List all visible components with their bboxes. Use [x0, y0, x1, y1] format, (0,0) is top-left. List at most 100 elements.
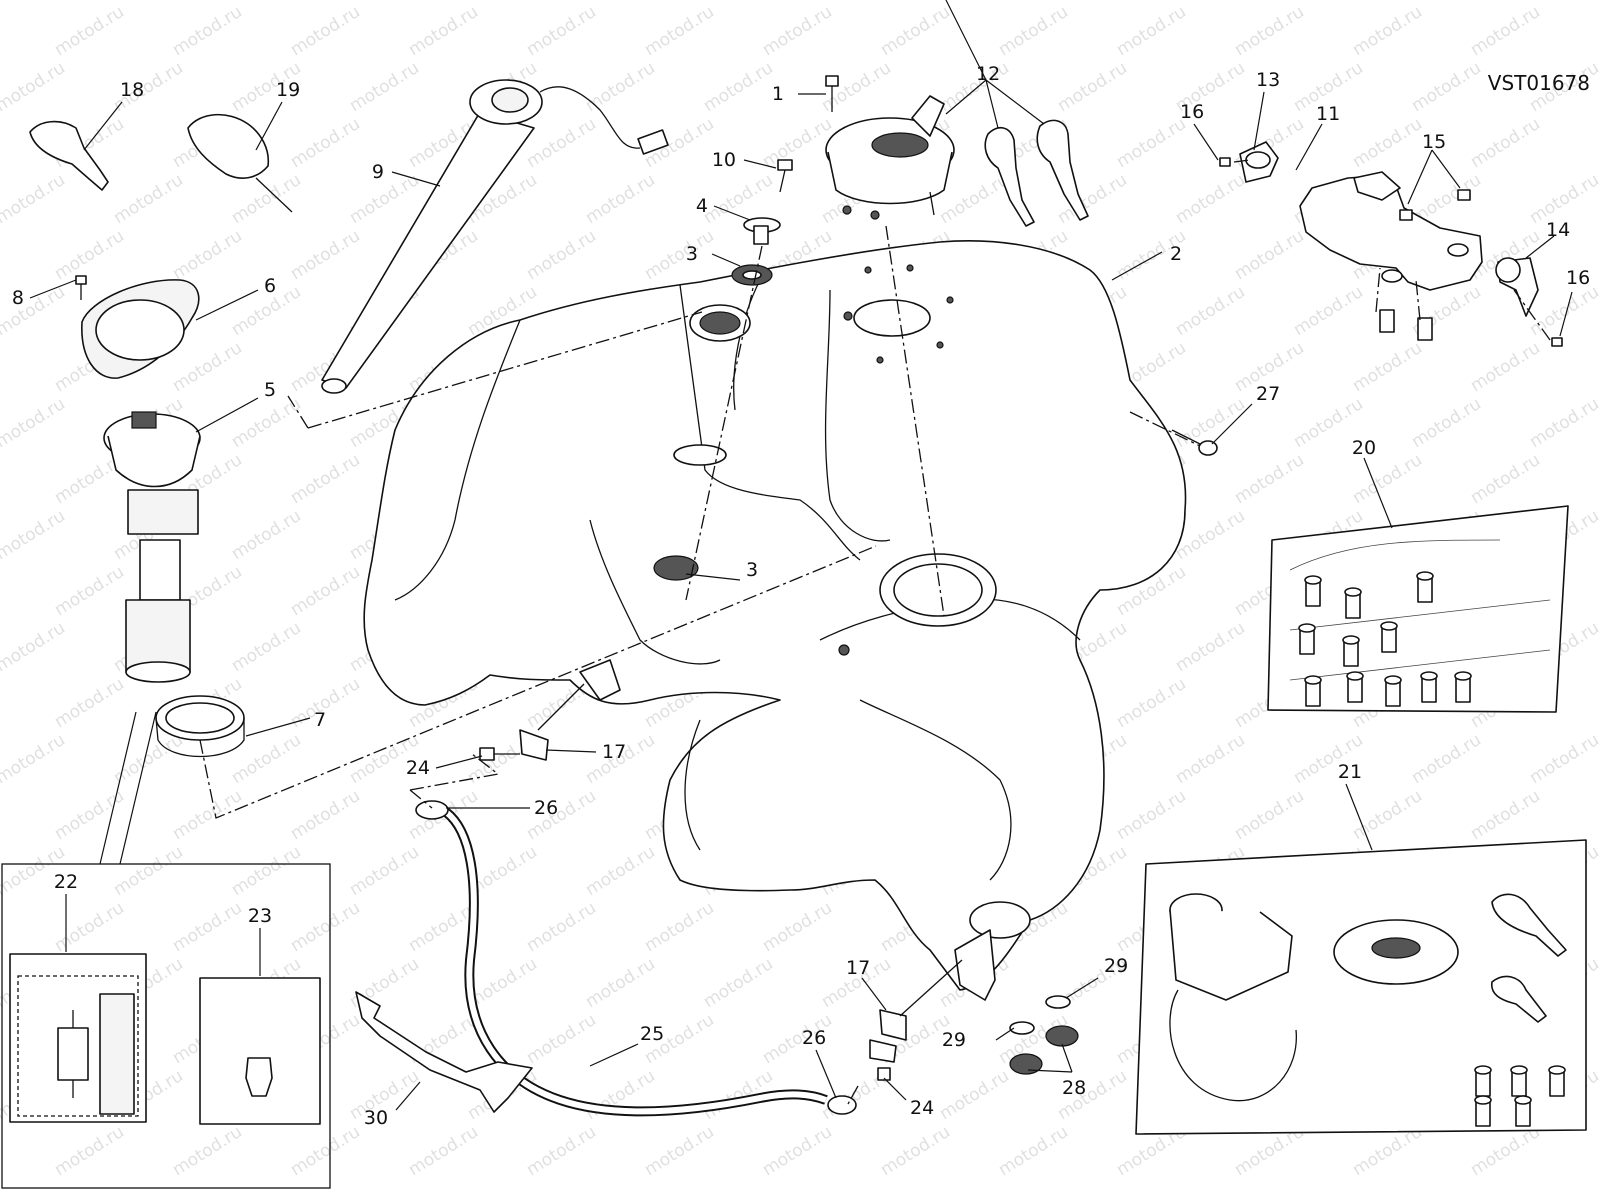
watermark-text: motod.ru — [1113, 114, 1190, 172]
bracket-30 — [355, 991, 533, 1113]
callout-13: 13 — [1256, 69, 1280, 91]
callout-17: 17 — [602, 741, 626, 763]
callout-11: 11 — [1316, 103, 1340, 125]
watermark-text: motod.ru — [346, 170, 423, 228]
keys-12 — [984, 119, 1089, 227]
watermark-text: motod.ru — [995, 2, 1072, 60]
watermark-text: motod.ru — [1172, 170, 1249, 228]
frame-22-23 — [1, 863, 331, 1189]
watermark-text: motod.ru — [0, 506, 69, 564]
watermark-text: motod.ru — [1172, 730, 1249, 788]
watermark-text: motod.ru — [759, 2, 836, 60]
callout-1: 1 — [772, 83, 784, 105]
watermark-text: motod.ru — [1231, 2, 1308, 60]
watermark-text: motod.ru — [287, 1122, 364, 1180]
watermark-text: motod.ru — [1113, 2, 1190, 60]
watermark-text: motod.ru — [759, 898, 836, 956]
watermark-text: motod.ru — [1467, 450, 1544, 508]
watermark-text: motod.ru — [582, 954, 659, 1012]
callout-30: 30 — [364, 1107, 388, 1129]
watermark-text: motod.ru — [641, 898, 718, 956]
watermark-text: motod.ru — [523, 114, 600, 172]
ignition-switch-bracket — [1299, 171, 1483, 291]
bush-4 — [743, 217, 781, 245]
watermark-text: motod.ru — [287, 226, 364, 284]
watermark-text: motod.ru — [110, 170, 187, 228]
watermark-text: motod.ru — [169, 898, 246, 956]
fuel-level-sender — [321, 79, 669, 394]
watermark-text: motod.ru — [228, 394, 305, 452]
screw-27 — [1171, 429, 1218, 456]
screw-10 — [777, 159, 793, 193]
callout-29: 29 — [1104, 955, 1128, 977]
watermark-text: motod.ru — [169, 226, 246, 284]
watermark-text: motod.ru — [1113, 786, 1190, 844]
watermark-text: motod.ru — [346, 842, 423, 900]
pressure-regulator-box-23 — [199, 977, 321, 1125]
lock-13 — [1239, 141, 1279, 183]
watermark-text: motod.ru — [523, 226, 600, 284]
screw-8 — [75, 275, 87, 300]
screw-24-bottom — [877, 1067, 891, 1081]
callout-19: 19 — [276, 79, 300, 101]
watermark-text: motod.ru — [995, 1122, 1072, 1180]
watermark-text: motod.ru — [641, 1122, 718, 1180]
callout-22: 22 — [54, 871, 78, 893]
watermark-text: motod.ru — [0, 58, 69, 116]
clamp-26-top — [415, 800, 449, 820]
watermark-text: motod.ru — [1526, 394, 1600, 452]
watermark-text: motod.ru — [287, 786, 364, 844]
watermark-text: motod.ru — [0, 618, 69, 676]
watermark-text: motod.ru — [700, 58, 777, 116]
callout-27: 27 — [1256, 383, 1280, 405]
callout-12: 12 — [976, 63, 1000, 85]
watermark-text: motod.ru — [287, 450, 364, 508]
watermark-text: motod.ru — [1467, 114, 1544, 172]
callout-20: 20 — [1352, 437, 1376, 459]
callout-16: 16 — [1566, 267, 1590, 289]
key-18 — [29, 120, 109, 191]
flange-6 — [81, 279, 200, 379]
callout-15: 15 — [1422, 131, 1446, 153]
watermark-text: motod.ru — [51, 1122, 128, 1180]
watermark-text: motod.ru — [228, 730, 305, 788]
callout-24: 24 — [406, 757, 430, 779]
watermark-text: motod.ru — [1467, 786, 1544, 844]
watermark-text: motod.ru — [346, 58, 423, 116]
watermark-text: motod.ru — [346, 954, 423, 1012]
watermark-text: motod.ru — [1172, 618, 1249, 676]
screws-15 — [1379, 189, 1471, 341]
watermark-text: motod.ru — [818, 58, 895, 116]
watermark-text: motod.ru — [228, 618, 305, 676]
callout-9: 9 — [372, 161, 384, 183]
watermark-text: motod.ru — [228, 506, 305, 564]
watermark-text: motod.ru — [405, 1122, 482, 1180]
watermark-text: motod.ru — [1408, 58, 1485, 116]
watermark-text: motod.ru — [169, 1122, 246, 1180]
watermark-text: motod.ru — [582, 170, 659, 228]
leader-lines — [29, 0, 1573, 1111]
lock-kit-21 — [1135, 839, 1587, 1135]
callout-4: 4 — [696, 195, 708, 217]
callout-23: 23 — [248, 905, 272, 927]
watermark-text: motod.ru — [0, 170, 69, 228]
watermark-text: motod.ru — [287, 898, 364, 956]
watermark-text: motod.ru — [0, 282, 69, 340]
fuel-tank — [363, 240, 1187, 1001]
screw-24-top — [479, 747, 520, 761]
watermark-text: motod.ru — [405, 2, 482, 60]
callout-14: 14 — [1546, 219, 1570, 241]
hose-25 — [442, 808, 828, 1117]
watermark-text: motod.ru — [1231, 786, 1308, 844]
watermark-text: motod.ru — [169, 338, 246, 396]
callout-16: 16 — [1180, 101, 1204, 123]
watermark-text: motod.ru — [287, 562, 364, 620]
watermark-text: motod.ru — [523, 1010, 600, 1068]
callout-3: 3 — [746, 559, 758, 581]
assembly-lines — [199, 159, 1551, 1105]
watermark-text: motod.ru — [169, 786, 246, 844]
washers-29 — [1009, 995, 1071, 1035]
callout-29: 29 — [942, 1029, 966, 1051]
lock-14 — [1495, 257, 1539, 317]
